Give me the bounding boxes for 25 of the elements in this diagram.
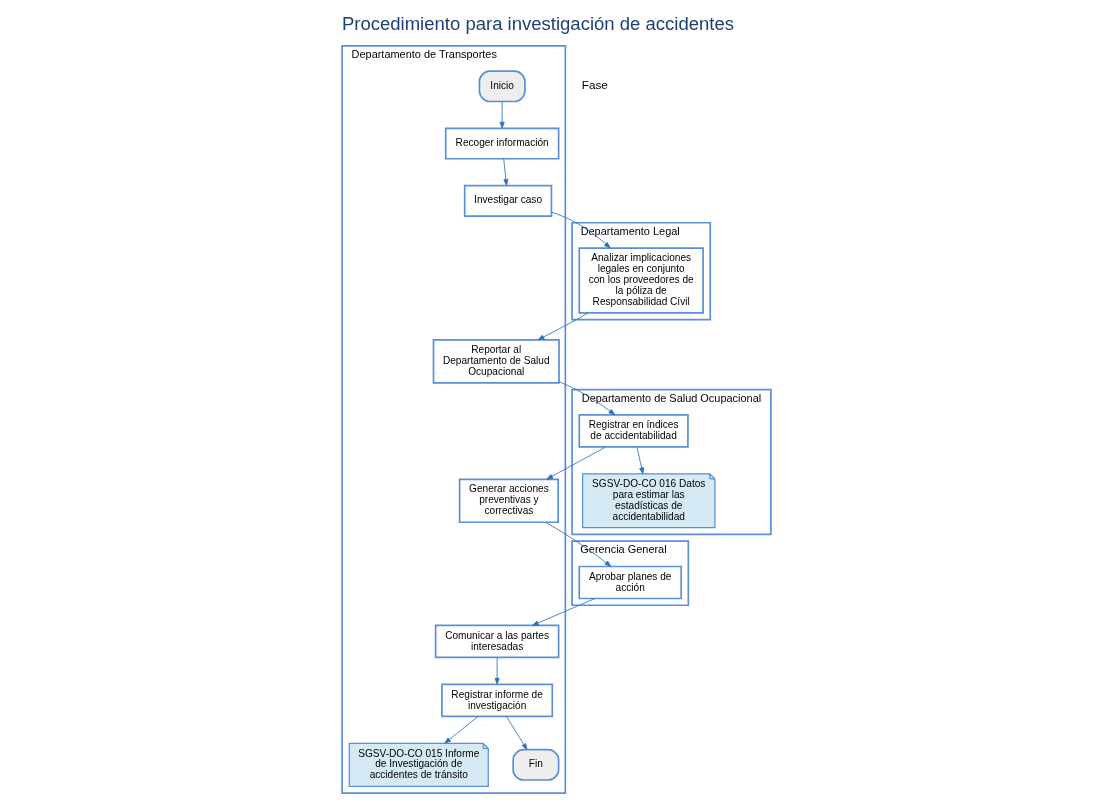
arrow (506, 716, 528, 751)
node-box: Registrar en índices de accidentabilidad (578, 414, 689, 448)
arrow (494, 657, 500, 685)
diagram-title: Procedimiento para investigación de accidentes (341, 13, 735, 35)
arrow (531, 598, 596, 626)
node-box: Analizar implicaciones legales en conjunto con los proveedores de la póliza de Responsabilidad Cívil (578, 247, 704, 314)
node-box: Reportar al Departamento de Salud Ocupacional (432, 339, 560, 384)
arrow (537, 312, 589, 341)
node-box: Comunicar a las partes interesadas (434, 624, 560, 659)
arrow (444, 716, 479, 744)
node-box: Aprobar planes de acción (578, 565, 682, 600)
arrow (503, 158, 509, 186)
arrow (558, 381, 616, 416)
arrow (551, 211, 611, 249)
node-box: Investigar caso (463, 184, 553, 217)
node-box: Recoger información (444, 127, 560, 160)
label: Fase (581, 78, 608, 92)
arrow (499, 101, 505, 129)
arrow (546, 446, 606, 480)
arrow (545, 522, 612, 567)
node-box: Generar acciones preventivas y correctivas (458, 478, 559, 524)
arrow (636, 446, 645, 475)
node-box: Fin (512, 748, 560, 781)
node-box: Registrar informe de investigación (441, 683, 554, 718)
node-box: Inicio (478, 70, 526, 103)
